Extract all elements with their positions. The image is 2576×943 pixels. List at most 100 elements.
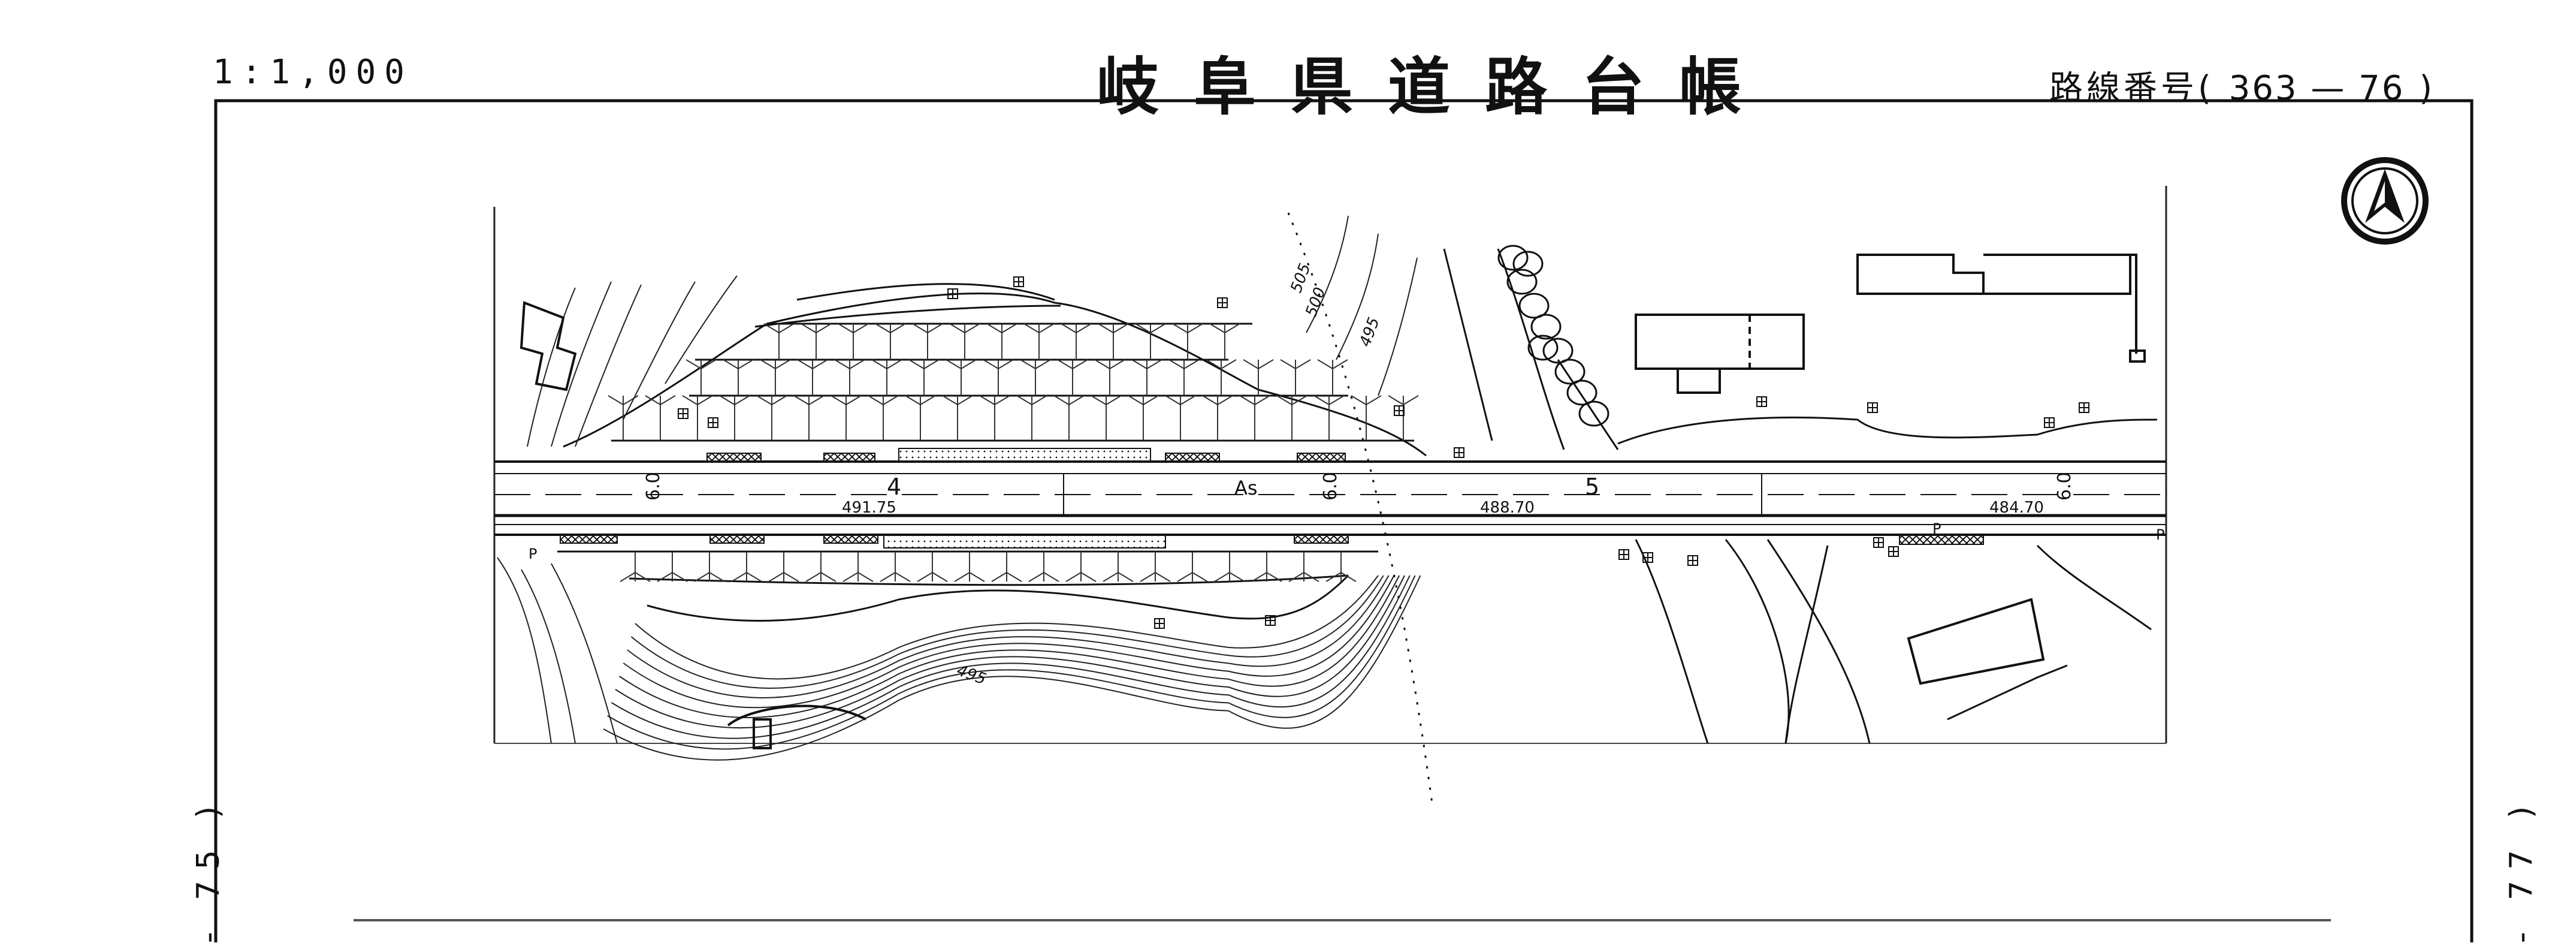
- slope-tick: [805, 572, 822, 582]
- boulder: [1566, 379, 1597, 406]
- slope-tick: [808, 395, 825, 405]
- slope-tick: [1146, 359, 1162, 369]
- slope-tick: [1068, 395, 1085, 405]
- buildings: [520, 254, 2146, 749]
- slope-tick: [1053, 395, 1070, 405]
- contour-labels: 505 500 495 495: [955, 261, 1384, 688]
- slope-tick: [1266, 572, 1282, 582]
- slope-tick: [905, 395, 921, 405]
- slope-tick: [1258, 359, 1274, 369]
- slope-tick: [1135, 323, 1151, 333]
- slope-tick: [1165, 395, 1181, 405]
- slope-tick: [1177, 572, 1193, 582]
- outer-frame: [214, 99, 2474, 942]
- slope-tick: [1023, 323, 1040, 333]
- slope-tick: [1006, 572, 1022, 582]
- slope-tick: [895, 572, 911, 582]
- slope-ticks-south: [620, 552, 1357, 582]
- contour-line: [615, 575, 1405, 729]
- width-label: 6.0: [2054, 472, 2075, 501]
- slope-tick: [697, 395, 713, 405]
- slope-tick: [1061, 323, 1077, 333]
- parking-labels: P P P: [529, 520, 2164, 562]
- slope-tick: [1403, 395, 1419, 405]
- slope-tick: [672, 572, 688, 582]
- slope-tick: [768, 572, 784, 582]
- slope-tick: [756, 395, 772, 405]
- slope-tick: [1168, 359, 1185, 369]
- slope-tick: [1276, 395, 1292, 405]
- slope-tick: [778, 323, 795, 333]
- map-panel: [493, 186, 2167, 744]
- slope-tick: [1016, 395, 1032, 405]
- slope-tick: [964, 323, 980, 333]
- slope-tick: [685, 359, 702, 369]
- boulder: [1497, 245, 1529, 271]
- slope-tick: [920, 395, 936, 405]
- slope-tick: [1001, 323, 1017, 333]
- slope-tick: [949, 323, 965, 333]
- slope-tick: [1031, 395, 1047, 405]
- slope-tick: [1221, 359, 1237, 369]
- station-label: 4: [887, 474, 901, 500]
- slope-ticks-north: [608, 323, 1419, 441]
- slope-tick: [834, 359, 850, 369]
- contours-south: [603, 575, 1421, 761]
- boulder: [1518, 293, 1550, 319]
- slope-tick: [738, 359, 754, 369]
- slope-tick: [1118, 572, 1134, 582]
- slope-tick: [1192, 572, 1208, 582]
- slope-tick: [1038, 323, 1055, 333]
- slope-tick: [1140, 572, 1156, 582]
- slope-tick: [801, 323, 817, 333]
- slope-tick: [1080, 572, 1097, 582]
- slope-tick: [1143, 395, 1159, 405]
- slope-tick: [1303, 572, 1319, 582]
- page-title: 岐阜県道路台帳: [1097, 50, 1777, 123]
- boulder: [1542, 338, 1574, 364]
- contour-label: 495: [955, 661, 989, 688]
- retaining-walls: [560, 448, 1984, 549]
- north-arrow-icon: [2341, 157, 2429, 245]
- slope-tick: [932, 572, 948, 582]
- slope-tick: [660, 395, 676, 405]
- slope-tick: [1094, 359, 1110, 369]
- slope-tick: [1106, 395, 1122, 405]
- elevation-label: 491.75: [842, 499, 896, 517]
- slope-tick: [734, 395, 750, 405]
- slope-tick: [1057, 359, 1073, 369]
- slope-tick: [942, 395, 958, 405]
- slope-tick: [831, 395, 847, 405]
- boulders: [1497, 245, 1609, 427]
- slope-tick: [1295, 359, 1311, 369]
- slope-tick: [868, 395, 884, 405]
- slope-tick: [657, 572, 673, 582]
- slope-tick: [957, 395, 973, 405]
- elevation-label: 484.70: [1989, 499, 2044, 517]
- slope-tick: [694, 572, 710, 582]
- slope-tick: [875, 323, 891, 333]
- slope-tick: [1072, 359, 1088, 369]
- slope-tick: [845, 395, 862, 405]
- slope-tick: [998, 359, 1014, 369]
- slope-tick: [1239, 395, 1255, 405]
- width-label: 6.0: [1320, 472, 1341, 501]
- contours-southwest: [497, 557, 618, 744]
- slope-tick: [1280, 359, 1296, 369]
- slope-tick: [1131, 359, 1147, 369]
- slope-tick: [1366, 395, 1382, 405]
- slope-tick: [820, 572, 836, 582]
- slope-tick: [1098, 323, 1114, 333]
- slope-tick: [927, 323, 943, 333]
- slope-tick: [1128, 395, 1144, 405]
- slope-tick: [1103, 572, 1119, 582]
- slope-tick: [700, 359, 717, 369]
- slope-tick: [797, 359, 813, 369]
- slope-tick: [838, 323, 854, 333]
- slope-tick: [979, 395, 995, 405]
- slope-tick: [946, 359, 962, 369]
- parking-label: P: [1932, 520, 1941, 537]
- slope-tick: [775, 359, 791, 369]
- road-labels: 6.0 4 491.75 As 6.0 488.70 5 484.70 6.0: [643, 472, 2075, 517]
- slope-tick: [994, 395, 1010, 405]
